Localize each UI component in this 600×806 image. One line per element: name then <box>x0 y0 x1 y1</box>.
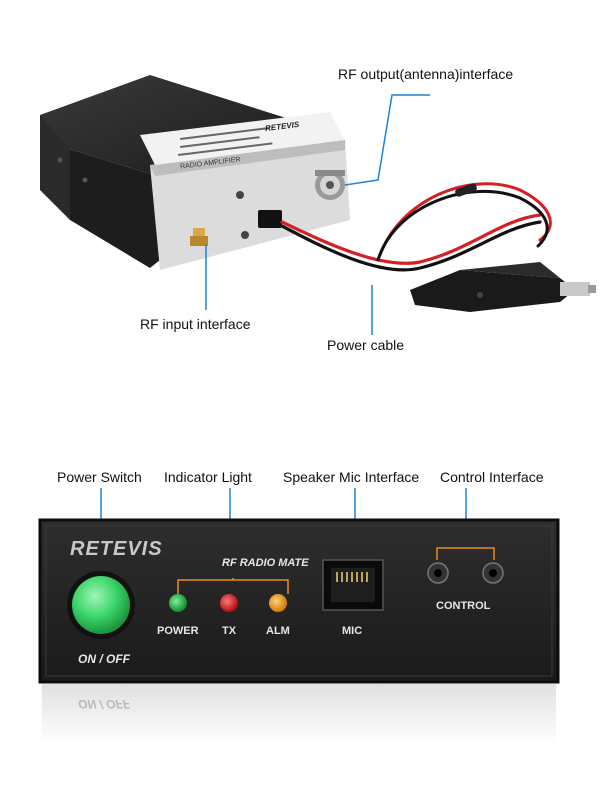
control-label: CONTROL <box>436 600 491 612</box>
led-label-power: POWER <box>157 625 199 637</box>
speaker-mic-callout: Speaker Mic Interface <box>283 469 420 485</box>
mic-label: MIC <box>342 625 363 637</box>
rf-input-connector <box>190 228 208 246</box>
cigarette-lighter-plug <box>410 262 596 312</box>
panel-model: RF RADIO MATE <box>222 557 309 569</box>
power-switch <box>67 571 135 639</box>
rf-input-callout: RF input interface <box>140 316 251 332</box>
power-led <box>169 594 187 612</box>
reflection-switch-label: ON / OFF <box>78 697 130 711</box>
power-switch-callout: Power Switch <box>57 469 142 485</box>
callout-lines-top <box>205 94 430 335</box>
panel-reflection <box>42 684 556 744</box>
power-cable-callout: Power cable <box>327 337 405 353</box>
alm-led <box>269 594 287 612</box>
led-label-tx: TX <box>222 625 237 637</box>
rf-output-callout: RF output(antenna)interface <box>338 66 514 82</box>
led-label-alm: ALM <box>266 625 290 637</box>
control-jacks <box>427 562 504 584</box>
control-callout: Control Interface <box>440 469 544 485</box>
mic-jack <box>322 559 384 611</box>
rf-output-connector <box>315 170 345 200</box>
tx-led <box>220 594 238 612</box>
amplifier-box <box>40 75 350 270</box>
indicator-light-callout: Indicator Light <box>164 469 252 485</box>
switch-label: ON / OFF <box>78 652 130 666</box>
front-panel <box>38 518 560 684</box>
power-cable <box>280 182 552 272</box>
panel-brand-logo: RETEVIS <box>70 538 163 560</box>
